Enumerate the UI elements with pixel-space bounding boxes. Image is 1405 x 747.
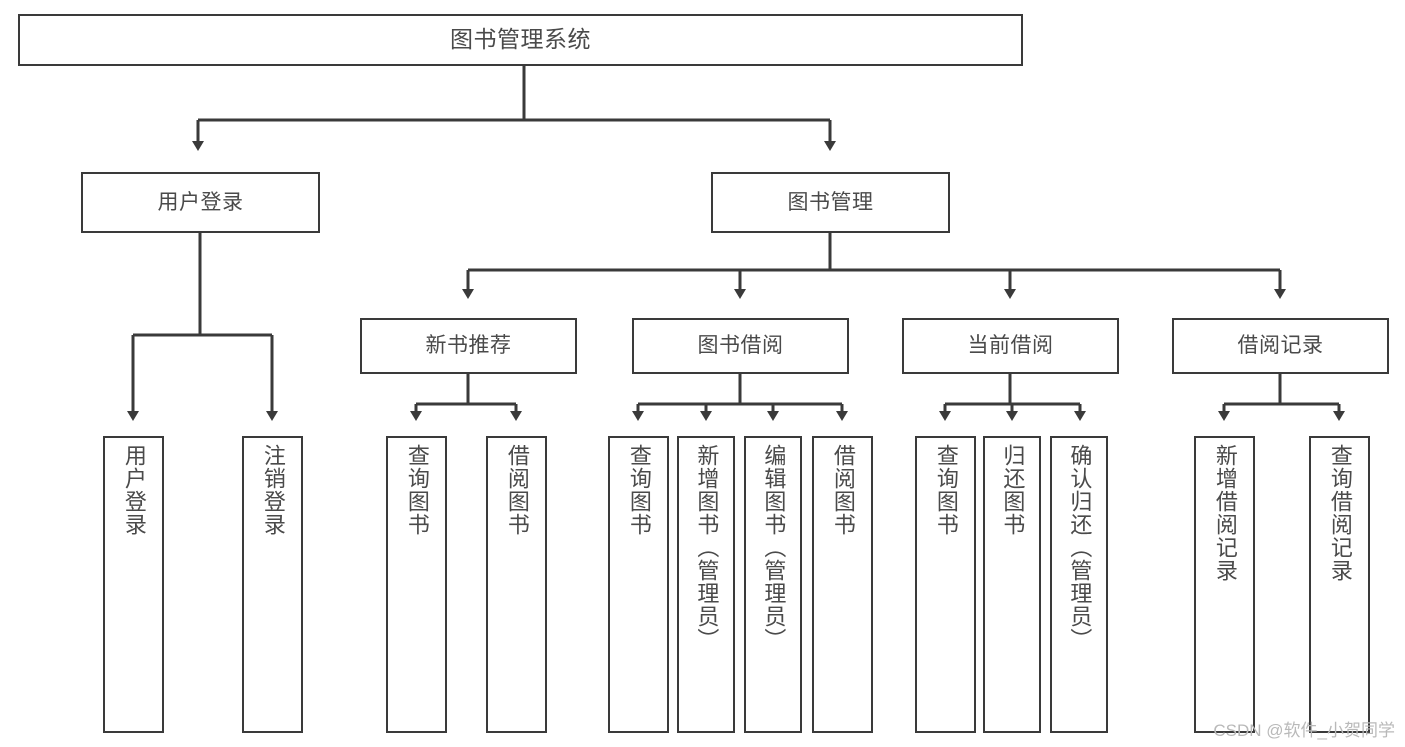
node-label: 图书管理 bbox=[787, 190, 874, 214]
node-label: 借阅记录 bbox=[1237, 334, 1324, 358]
leaf-borrow-borrow-book[interactable]: 借阅图书 bbox=[812, 436, 873, 733]
leaf-record-add-record[interactable]: 新增借阅记录 bbox=[1194, 436, 1255, 733]
node-label: 确认归还（管理员） bbox=[1067, 444, 1093, 651]
node-book-borrow[interactable]: 图书借阅 bbox=[632, 318, 849, 374]
node-label: 新书推荐 bbox=[425, 334, 512, 358]
node-label: 图书借阅 bbox=[697, 334, 784, 358]
leaf-recommend-query-book[interactable]: 查询图书 bbox=[386, 436, 447, 733]
node-label: 查询图书 bbox=[933, 444, 959, 536]
node-label: 查询借阅记录 bbox=[1327, 444, 1353, 582]
node-user-login[interactable]: 用户登录 bbox=[81, 172, 320, 233]
node-label: 新增图书（管理员） bbox=[694, 444, 720, 651]
node-root-system[interactable]: 图书管理系统 bbox=[18, 14, 1023, 66]
node-label: 用户登录 bbox=[157, 190, 244, 214]
node-borrow-record[interactable]: 借阅记录 bbox=[1172, 318, 1389, 374]
node-label: 新增借阅记录 bbox=[1212, 444, 1238, 582]
leaf-borrow-edit-book[interactable]: 编辑图书（管理员） bbox=[744, 436, 802, 733]
leaf-current-query-book[interactable]: 查询图书 bbox=[915, 436, 976, 733]
leaf-user-login-logout[interactable]: 注销登录 bbox=[242, 436, 303, 733]
node-label: 借阅图书 bbox=[504, 444, 530, 536]
leaf-recommend-borrow-book[interactable]: 借阅图书 bbox=[486, 436, 547, 733]
leaf-current-return-book[interactable]: 归还图书 bbox=[983, 436, 1041, 733]
node-label: 用户登录 bbox=[121, 444, 147, 536]
node-current-borrow[interactable]: 当前借阅 bbox=[902, 318, 1119, 374]
node-book-management[interactable]: 图书管理 bbox=[711, 172, 950, 233]
node-label: 查询图书 bbox=[626, 444, 652, 536]
node-label: 当前借阅 bbox=[967, 334, 1054, 358]
leaf-current-confirm-return[interactable]: 确认归还（管理员） bbox=[1050, 436, 1108, 733]
node-label: 查询图书 bbox=[404, 444, 430, 536]
node-label: 编辑图书（管理员） bbox=[761, 444, 787, 651]
node-label: 注销登录 bbox=[260, 444, 286, 536]
leaf-user-login-login[interactable]: 用户登录 bbox=[103, 436, 164, 733]
node-label: 图书管理系统 bbox=[450, 26, 591, 53]
leaf-record-query-record[interactable]: 查询借阅记录 bbox=[1309, 436, 1370, 733]
leaf-borrow-query-book[interactable]: 查询图书 bbox=[608, 436, 669, 733]
node-label: 归还图书 bbox=[1000, 444, 1026, 536]
leaf-borrow-add-book[interactable]: 新增图书（管理员） bbox=[677, 436, 735, 733]
node-label: 借阅图书 bbox=[830, 444, 856, 536]
node-new-book-recommend[interactable]: 新书推荐 bbox=[360, 318, 577, 374]
